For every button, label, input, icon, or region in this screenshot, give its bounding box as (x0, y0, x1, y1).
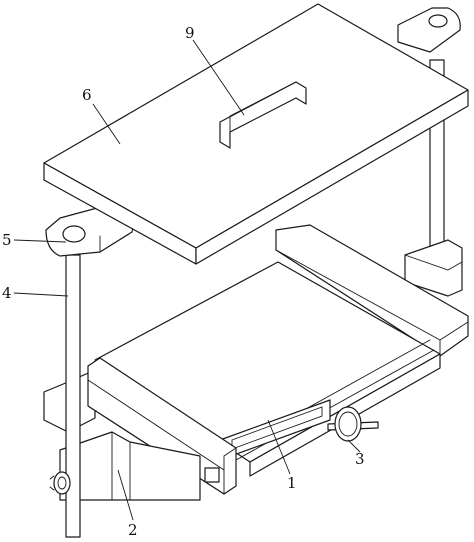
adjustment-knob (327, 406, 379, 442)
top-plate (43, 3, 469, 265)
front-pillar (65, 254, 81, 538)
lock-knob (49, 471, 71, 495)
label-3: 3 (355, 450, 365, 468)
label-1: 1 (287, 474, 297, 492)
label-9: 9 (185, 24, 195, 42)
label-2: 2 (128, 521, 138, 539)
reference-numerals: 9 6 5 4 1 3 2 (2, 24, 365, 539)
handle (219, 81, 307, 149)
leader-lines (13, 39, 361, 521)
label-4: 4 (2, 284, 12, 302)
top-bracket-right (397, 7, 461, 53)
label-5: 5 (2, 231, 12, 249)
label-6: 6 (82, 86, 92, 104)
base-rear-beam (275, 224, 469, 357)
